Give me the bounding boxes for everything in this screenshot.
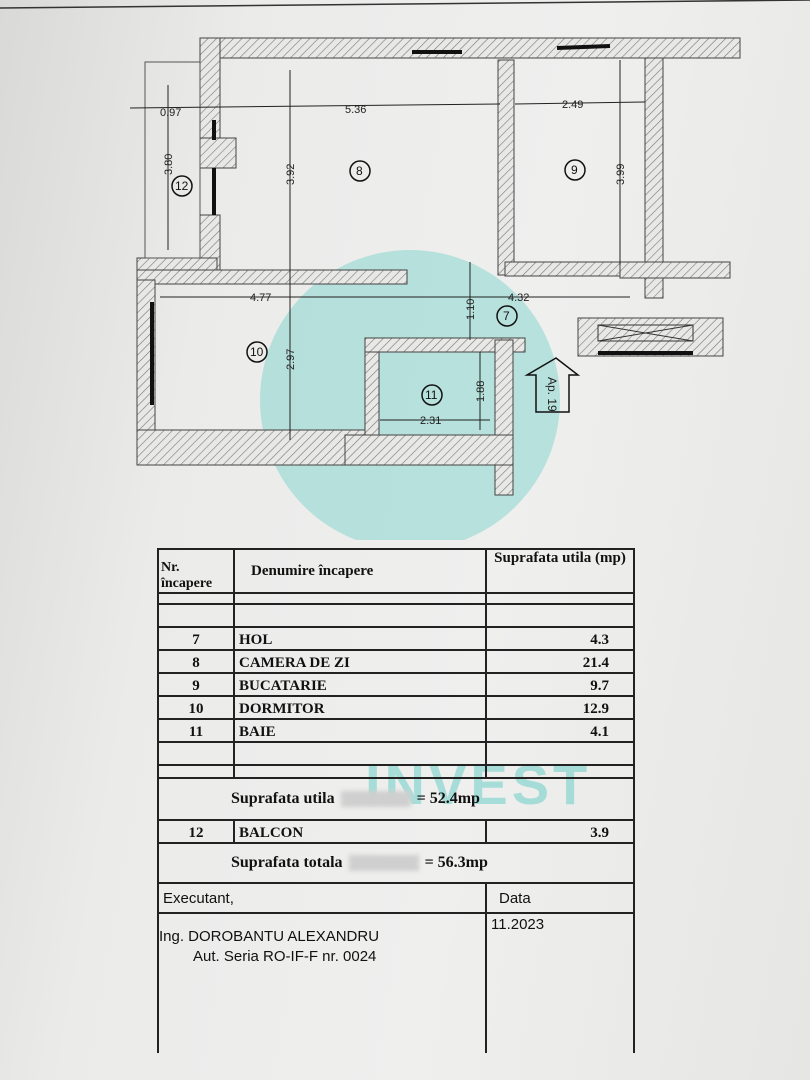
row-name: BAIE: [233, 718, 487, 743]
total-area-row: Suprafata totala = 56.3mp: [157, 842, 635, 884]
date-label: Data: [485, 882, 635, 914]
dim-1-10: 1.10: [465, 299, 477, 320]
row-name: CAMERA DE ZI: [233, 649, 487, 674]
dim-4-32: 4.32: [508, 292, 529, 304]
row-area: 21.4: [485, 649, 635, 674]
signature-header-row: Executant, Data: [157, 882, 635, 914]
rooms-table: Nr. încapere Denumire încapere Suprafata…: [157, 548, 635, 1053]
redacted: [348, 855, 419, 872]
table-header: Nr. încapere Denumire încapere Suprafata…: [157, 548, 635, 594]
dim-1-88: 1.88: [475, 381, 487, 402]
executant-label: Executant,: [157, 882, 487, 914]
total-area-label: Suprafata totala: [231, 854, 343, 871]
room-7-label: 7: [503, 309, 510, 323]
header-area: Suprafata utila (mp): [485, 548, 635, 594]
dim-2-31: 2.31: [420, 415, 441, 427]
row-area: 4.3: [485, 626, 635, 651]
row-name: DORMITOR: [233, 695, 487, 720]
engineer-name: Ing. DOROBANTU ALEXANDRU: [159, 928, 380, 945]
table-row-empty: [157, 603, 635, 628]
row-area: 3.9: [485, 819, 635, 844]
room-markers: [171, 159, 586, 406]
row-nr: 7: [157, 626, 235, 651]
floor-plan: 0.97 5.36 2.49 3.80 3.92 3.99 4.77 4.32 …: [0, 0, 810, 540]
windows: [150, 44, 693, 405]
row-nr: 10: [157, 695, 235, 720]
balcony-outline: [144, 61, 201, 259]
row-area: 9.7: [485, 672, 635, 697]
row-nr: 12: [157, 819, 235, 844]
date-value: 11.2023: [485, 912, 635, 1053]
room-12-label: 12: [175, 179, 189, 193]
table-row-empty: [157, 764, 635, 779]
signature-row: Ing. DOROBANTU ALEXANDRU Aut. Seria RO-I…: [157, 912, 635, 1053]
room-11-label: 11: [425, 388, 438, 402]
useful-area-label: Suprafata utila: [231, 790, 335, 807]
row-name: BUCATARIE: [233, 672, 487, 697]
header-rule: [0, 0, 810, 9]
room-8-label: 8: [356, 164, 363, 178]
dim-2-49: 2.49: [562, 99, 583, 111]
row-nr: 11: [157, 718, 235, 743]
table-row-empty: [157, 592, 635, 605]
header-nr: Nr. încapere: [157, 548, 235, 594]
dim-3-80: 3.80: [163, 154, 175, 175]
row-nr: 8: [157, 649, 235, 674]
entrance-label: Ap. 19: [545, 377, 559, 412]
total-area-value: = 56.3mp: [424, 854, 488, 871]
dim-5-36: 5.36: [345, 104, 366, 116]
walls: [136, 37, 741, 496]
dim-2-97: 2.97: [285, 349, 297, 370]
authorization: Aut. Seria RO-IF-F nr. 0024: [193, 948, 377, 965]
dim-0-97: 0.97: [160, 107, 181, 119]
logo-watermark: [260, 250, 560, 540]
room-9-label: 9: [571, 163, 578, 177]
dim-3-99: 3.99: [615, 164, 627, 185]
dim-3-92: 3.92: [285, 164, 297, 185]
row-nr: 9: [157, 672, 235, 697]
room-10-label: 10: [250, 345, 264, 359]
entrance-arrow-icon: [524, 357, 581, 413]
dim-4-77: 4.77: [250, 292, 271, 304]
dimension-labels: 0.97 5.36 2.49 3.80 3.92 3.99 4.77 4.32 …: [160, 99, 627, 427]
shaft: [597, 324, 694, 342]
row-area: 4.1: [485, 718, 635, 743]
redacted: [340, 791, 411, 808]
table-row-empty: [157, 741, 635, 766]
row-name: BALCON: [233, 819, 487, 844]
row-area: 12.9: [485, 695, 635, 720]
useful-area-row: Suprafata utila = 52.4mp: [157, 777, 635, 821]
header-name: Denumire încapere: [233, 548, 487, 594]
row-name: HOL: [233, 626, 487, 651]
dimension-lines: [129, 60, 646, 440]
useful-area-value: = 52.4mp: [416, 790, 480, 807]
